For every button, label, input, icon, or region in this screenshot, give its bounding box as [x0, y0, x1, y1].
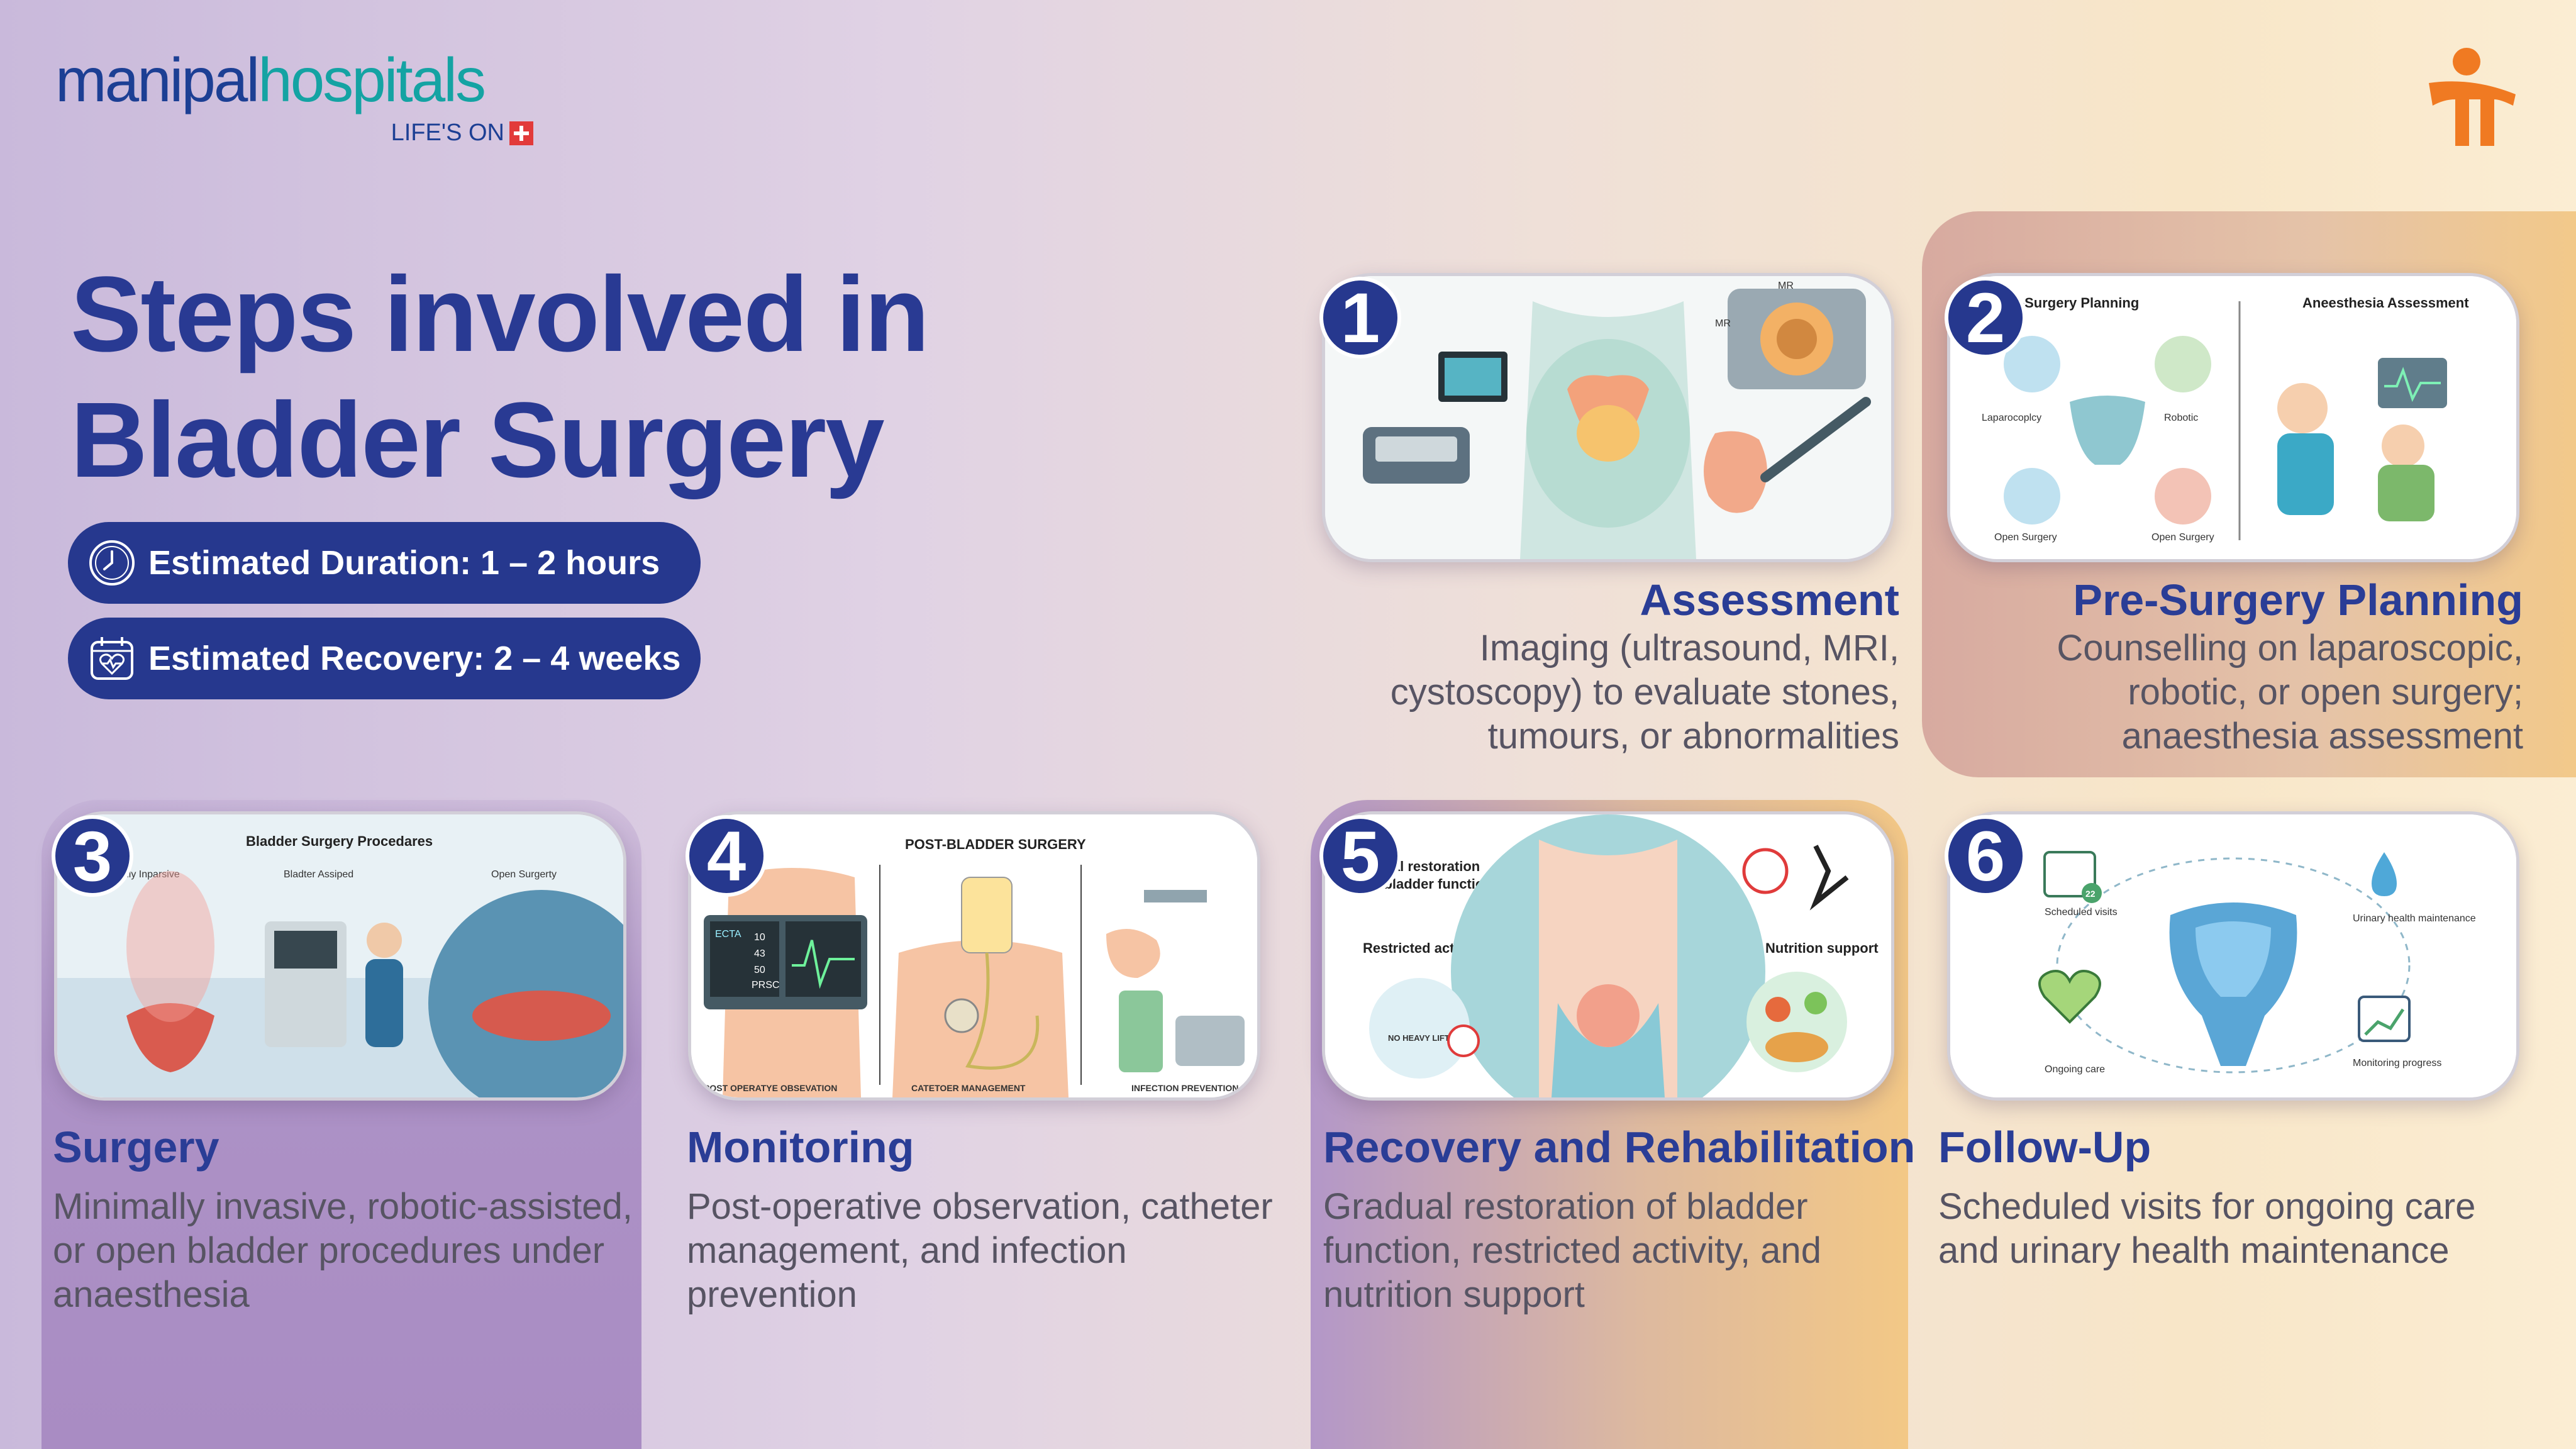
svg-text:Laparocoplcy: Laparocoplcy	[1982, 413, 2041, 423]
clock-icon	[87, 538, 137, 588]
calendar-heart-icon	[87, 633, 137, 684]
svg-text:NO HEAVY LIFTING: NO HEAVY LIFTING	[1388, 1033, 1464, 1043]
red-cross-icon	[509, 121, 533, 145]
svg-text:10: 10	[754, 932, 765, 943]
step-4-illustration-card[interactable]: POST-BLADDER SURGERY ECTA 10 43 50 PRSC …	[688, 811, 1260, 1101]
svg-text:Robotic: Robotic	[2164, 413, 2198, 423]
recovery-illustration: dual restoration f bladder function Rest…	[1325, 814, 1891, 1097]
surgery-illustration: Bladder Surgery Procedares nioully Inpar…	[57, 814, 623, 1097]
svg-text:POST-BLADDER SURGERY: POST-BLADDER SURGERY	[905, 836, 1086, 852]
svg-text:Ongoing care: Ongoing care	[2045, 1064, 2105, 1075]
svg-text:CATETOER MANAGEMENT: CATETOER MANAGEMENT	[911, 1083, 1026, 1093]
svg-text:re-Surgery Planning: re-Surgery Planning	[2007, 295, 2139, 311]
step-1-number-badge: 1	[1319, 277, 1401, 358]
svg-text:Aneesthesia Assessment: Aneesthesia Assessment	[2302, 295, 2469, 311]
svg-text:Nutrition support: Nutrition support	[1765, 940, 1879, 956]
svg-text:POST OPERATYE OBSEVATION: POST OPERATYE OBSEVATION	[704, 1083, 837, 1093]
svg-text:Monitoring progress: Monitoring progress	[2353, 1058, 2441, 1069]
monitoring-illustration: POST-BLADDER SURGERY ECTA 10 43 50 PRSC …	[691, 814, 1257, 1097]
step-6-number-badge: 6	[1945, 815, 2026, 897]
step-5-illustration-card[interactable]: dual restoration f bladder function Rest…	[1322, 811, 1894, 1101]
svg-text:Open Surgerty: Open Surgerty	[491, 869, 557, 880]
svg-text:Bladder Surgery Procedares: Bladder Surgery Procedares	[246, 833, 433, 849]
step-3-description: Minimally invasive, robotic-assisted, or…	[53, 1186, 633, 1315]
estimated-duration-badge: Estimated Duration: 1 – 2 hours	[68, 522, 701, 604]
svg-text:f bladder function: f bladder function	[1375, 876, 1492, 892]
estimated-recovery-badge: Estimated Recovery: 2 – 4 weeks	[68, 618, 701, 699]
svg-text:Urinary health maintenance: Urinary health maintenance	[2353, 913, 2476, 924]
svg-text:50: 50	[754, 965, 765, 975]
svg-text:MR: MR	[1778, 280, 1794, 291]
step-6-description: Scheduled visits for ongoing care and ur…	[1938, 1186, 2476, 1271]
assessment-illustration: MR MR	[1325, 276, 1891, 559]
step-3-illustration-card[interactable]: Bladder Surgery Procedares nioully Inpar…	[54, 811, 626, 1101]
svg-text:Scheduled visits: Scheduled visits	[2045, 907, 2118, 918]
step-2-description: Counselling on laparoscopic, robotic, or…	[2057, 628, 2523, 757]
svg-text:Bladter Assiped: Bladter Assiped	[284, 869, 353, 880]
svg-text:INFECTION PREVENTION: INFECTION PREVENTION	[1131, 1083, 1238, 1093]
step-6-title: Follow-Up	[1938, 1123, 2151, 1172]
step-1-illustration-card[interactable]: MR MR	[1322, 273, 1894, 562]
step-4-description: Post-operative observation, catheter man…	[687, 1186, 1273, 1315]
svg-text:ECTA: ECTA	[715, 929, 741, 940]
step-4-number-badge: 4	[686, 815, 767, 897]
step-3-title: Surgery	[53, 1123, 219, 1172]
step-3-number-badge: 3	[52, 815, 133, 897]
pre-surgery-planning-illustration: re-Surgery Planning Aneesthesia Assessme…	[1950, 276, 2516, 559]
svg-text:MR: MR	[1715, 318, 1731, 329]
step-2-number-badge: 2	[1945, 277, 2026, 358]
manipal-hospitals-logo[interactable]: manipalhospitals LIFE'S ON	[55, 45, 546, 152]
logo-wordmark: manipalhospitals	[55, 45, 486, 114]
step-2-illustration-card[interactable]: re-Surgery Planning Aneesthesia Assessme…	[1947, 273, 2519, 562]
svg-text:43: 43	[754, 948, 765, 959]
follow-up-illustration: 22 Scheduled visits Urinary health maint…	[1950, 814, 2516, 1097]
step-2-title: Pre-Surgery Planning	[2073, 575, 2523, 625]
page-title: Steps involved in Bladder Surgery	[70, 255, 930, 500]
svg-text:Open Surgery: Open Surgery	[2151, 532, 2214, 543]
step-4-title: Monitoring	[687, 1123, 914, 1172]
step-1-description: Imaging (ultrasound, MRI, cystoscopy) to…	[1390, 628, 1899, 757]
step-1-title: Assessment	[1640, 575, 1899, 625]
svg-text:Open Surgery: Open Surgery	[1994, 532, 2057, 543]
step-5-title: Recovery and Rehabilitation	[1323, 1123, 1916, 1172]
step-6-illustration-card[interactable]: 22 Scheduled visits Urinary health maint…	[1947, 811, 2519, 1101]
svg-text:PRSC: PRSC	[752, 980, 779, 991]
logo-tagline: LIFE'S ON	[391, 119, 533, 147]
manipal-figure-logo-icon	[2425, 45, 2519, 152]
svg-text:22: 22	[2085, 889, 2096, 899]
step-5-description: Gradual restoration of bladder function,…	[1323, 1186, 1821, 1315]
step-5-number-badge: 5	[1319, 815, 1401, 897]
